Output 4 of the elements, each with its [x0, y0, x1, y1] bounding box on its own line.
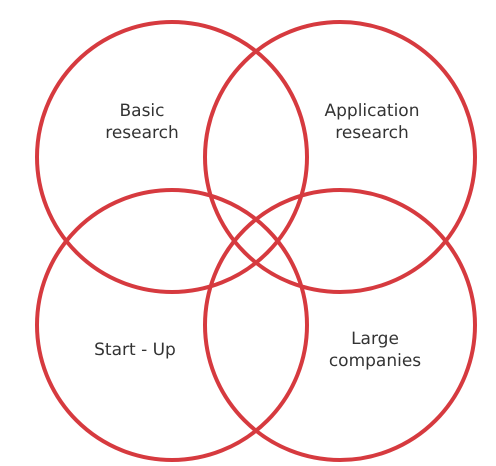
circle-label: Basic research	[104, 100, 180, 144]
circle-label: Large companies	[328, 328, 422, 372]
circle-label: Application research	[324, 100, 420, 144]
circle-label: Start - Up	[93, 339, 177, 361]
